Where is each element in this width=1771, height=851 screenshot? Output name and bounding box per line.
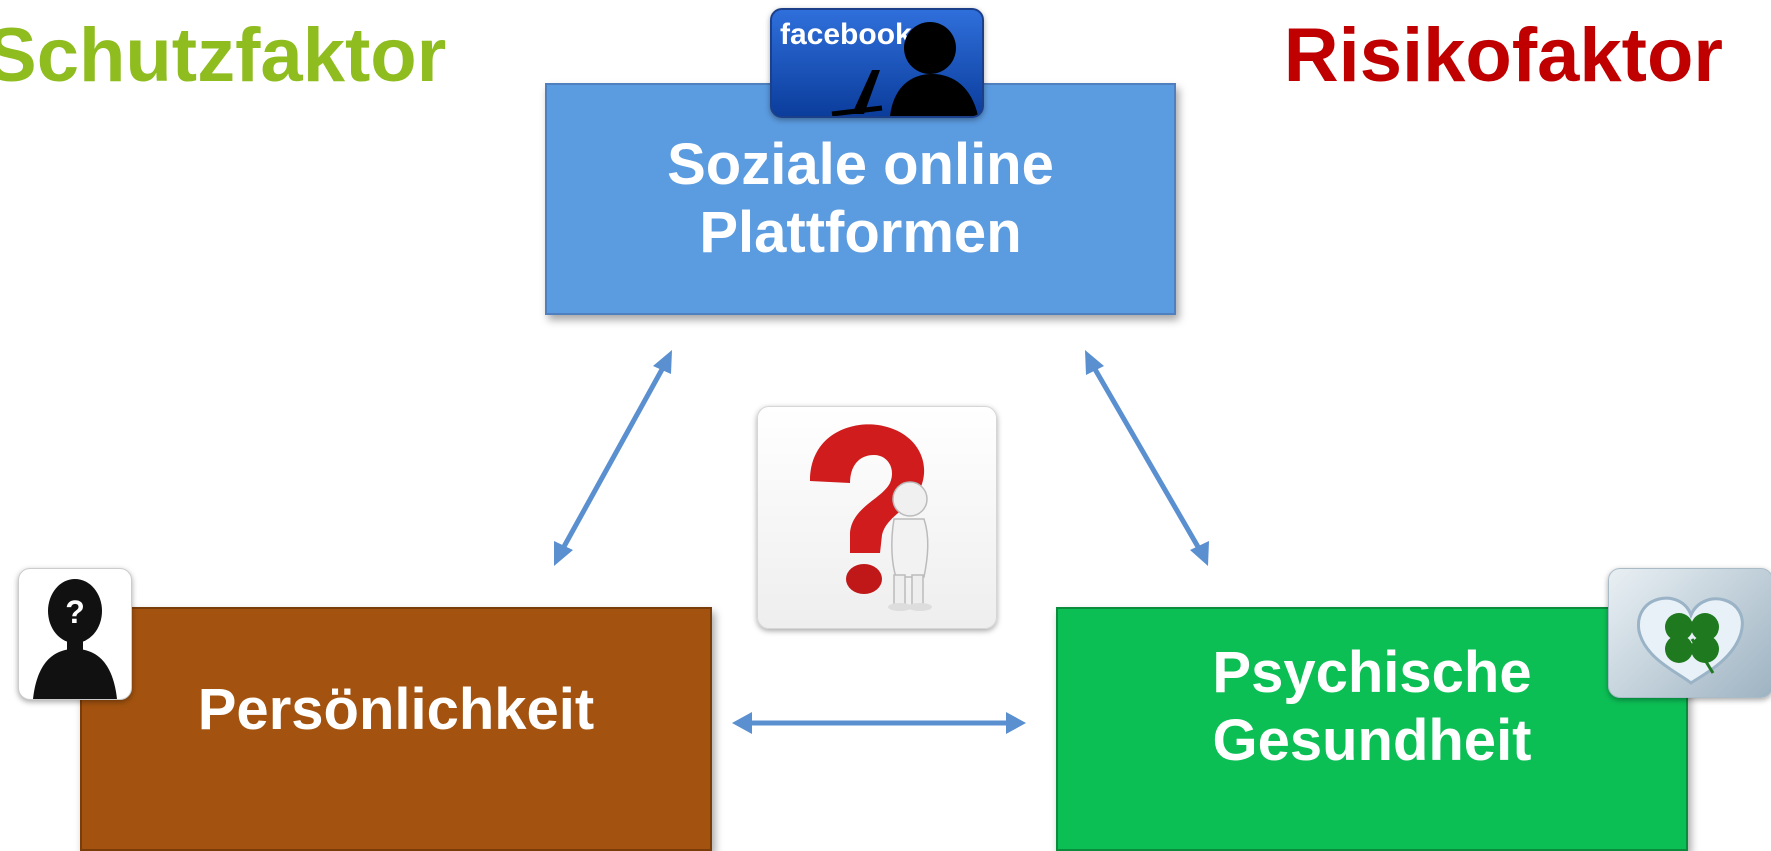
- arrow-social-health: [1085, 350, 1209, 566]
- mental-health-label: Psychische Gesundheit: [1212, 639, 1532, 773]
- facebook-wordmark: facebook: [780, 18, 912, 51]
- risikofaktor-title: Risikofaktor: [1283, 13, 1723, 98]
- facebook-user-icon: facebook: [770, 8, 984, 118]
- question-mark-figure-icon: [757, 406, 997, 629]
- arrow-personality-health: [732, 712, 1026, 734]
- personality-box: Persönlichkeit: [80, 607, 712, 851]
- unknown-person-question-mark: ?: [65, 594, 85, 630]
- unknown-person-icon: ?: [18, 568, 132, 700]
- arrow-social-personality: [554, 350, 672, 566]
- clover-heart-icon: [1608, 568, 1771, 698]
- social-platforms-label: Soziale online Plattformen: [667, 131, 1054, 265]
- personality-label: Persönlichkeit: [197, 676, 595, 742]
- schutzfaktor-title: Schutzfaktor: [0, 13, 447, 98]
- social-platforms-box: Soziale online Plattformen: [545, 83, 1176, 315]
